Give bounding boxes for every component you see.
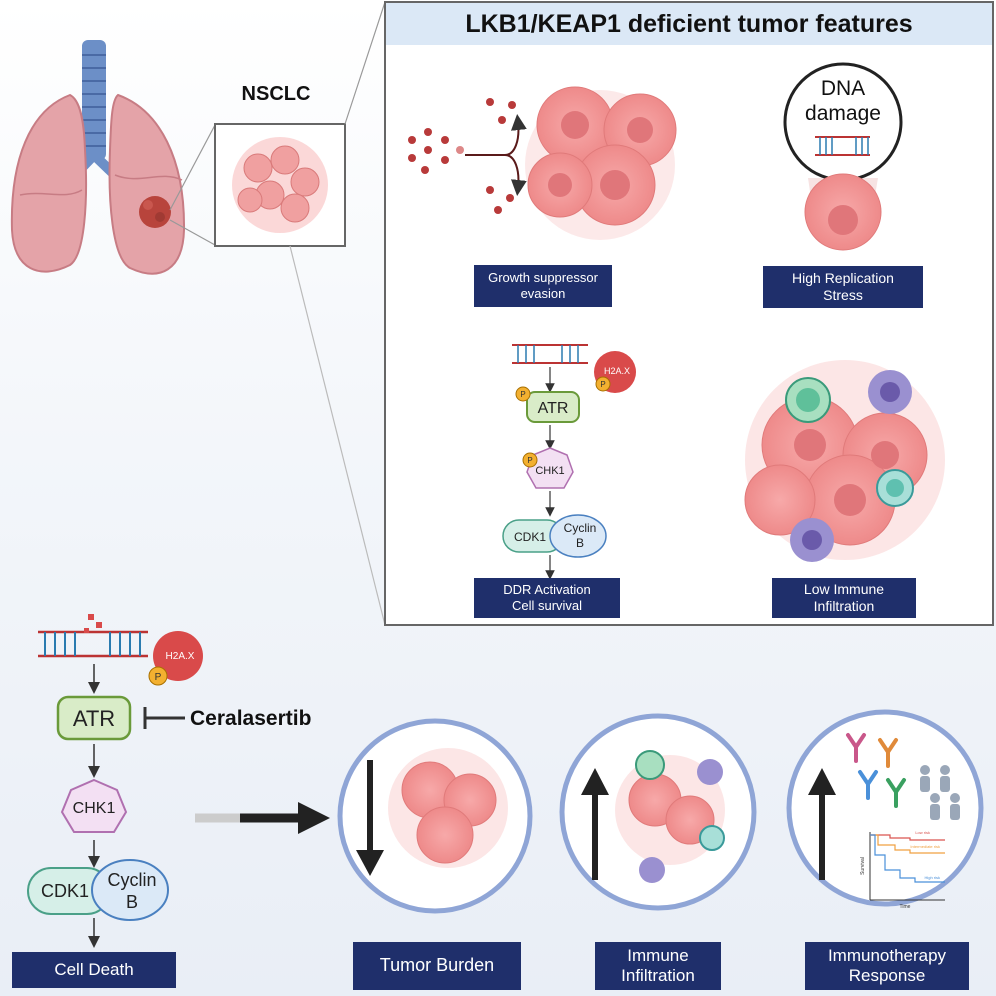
zoom-line xyxy=(169,219,216,246)
km-series-mid-label: Intermediate risk xyxy=(910,844,940,849)
small-p-label: P xyxy=(600,380,605,389)
dna-damage-line2: damage xyxy=(805,102,881,125)
label-tumor-burden: Tumor Burden xyxy=(353,942,521,990)
km-series-high-label: High risk xyxy=(924,875,940,880)
main-p-label: P xyxy=(155,672,162,683)
tumor-burden-circle xyxy=(337,718,533,914)
km-ylabel: Survival xyxy=(860,857,866,875)
small-h2ax-label: H2A.X xyxy=(604,366,630,376)
small-cyclin-line2: B xyxy=(576,536,584,550)
ddr-pathway-small xyxy=(502,344,636,580)
small-chk1-label: CHK1 xyxy=(535,465,564,477)
main-cyclin-line2: B xyxy=(126,892,138,912)
small-atr-p-label: P xyxy=(520,390,525,399)
main-h2ax-label: H2A.X xyxy=(166,651,195,662)
lungs-illustration xyxy=(10,40,186,275)
drug-label: Ceralasertib xyxy=(190,707,311,730)
km-plot: Low risk Intermediate risk High risk Tim… xyxy=(860,830,945,910)
tumor-cluster-small xyxy=(232,137,328,233)
dna-damage-illustration xyxy=(783,62,903,251)
features-header-bg xyxy=(386,3,992,45)
small-cyclin-line1: Cyclin xyxy=(564,521,597,535)
immunotherapy-circle xyxy=(786,709,984,907)
growth-suppressor-illustration xyxy=(408,86,677,240)
main-atr-label: ATR xyxy=(73,706,115,731)
km-series-low-label: Low risk xyxy=(915,830,930,835)
zoom-line xyxy=(344,1,386,125)
small-chk1-p-label: P xyxy=(527,456,532,465)
zoom-line xyxy=(169,124,216,211)
low-immune-illustration xyxy=(744,360,945,562)
ddr-pathway-main xyxy=(27,614,203,948)
main-chk1-label: CHK1 xyxy=(73,800,116,817)
immune-infiltration-circle xyxy=(559,713,757,911)
features-title: LKB1/KEAP1 deficient tumor features xyxy=(465,10,913,38)
label-cell-death: Cell Death xyxy=(12,952,176,988)
small-atr-label: ATR xyxy=(538,400,569,417)
zoom-line xyxy=(289,245,386,626)
small-cdk1-label: CDK1 xyxy=(514,530,546,544)
main-cdk1-label: CDK1 xyxy=(41,881,89,901)
big-arrow xyxy=(195,802,330,834)
main-cyclin-line1: Cyclin xyxy=(107,870,156,890)
km-xlabel: Time xyxy=(900,904,911,910)
nsclc-label: NSCLC xyxy=(242,83,311,105)
dna-damage-line1: DNA xyxy=(821,77,865,100)
